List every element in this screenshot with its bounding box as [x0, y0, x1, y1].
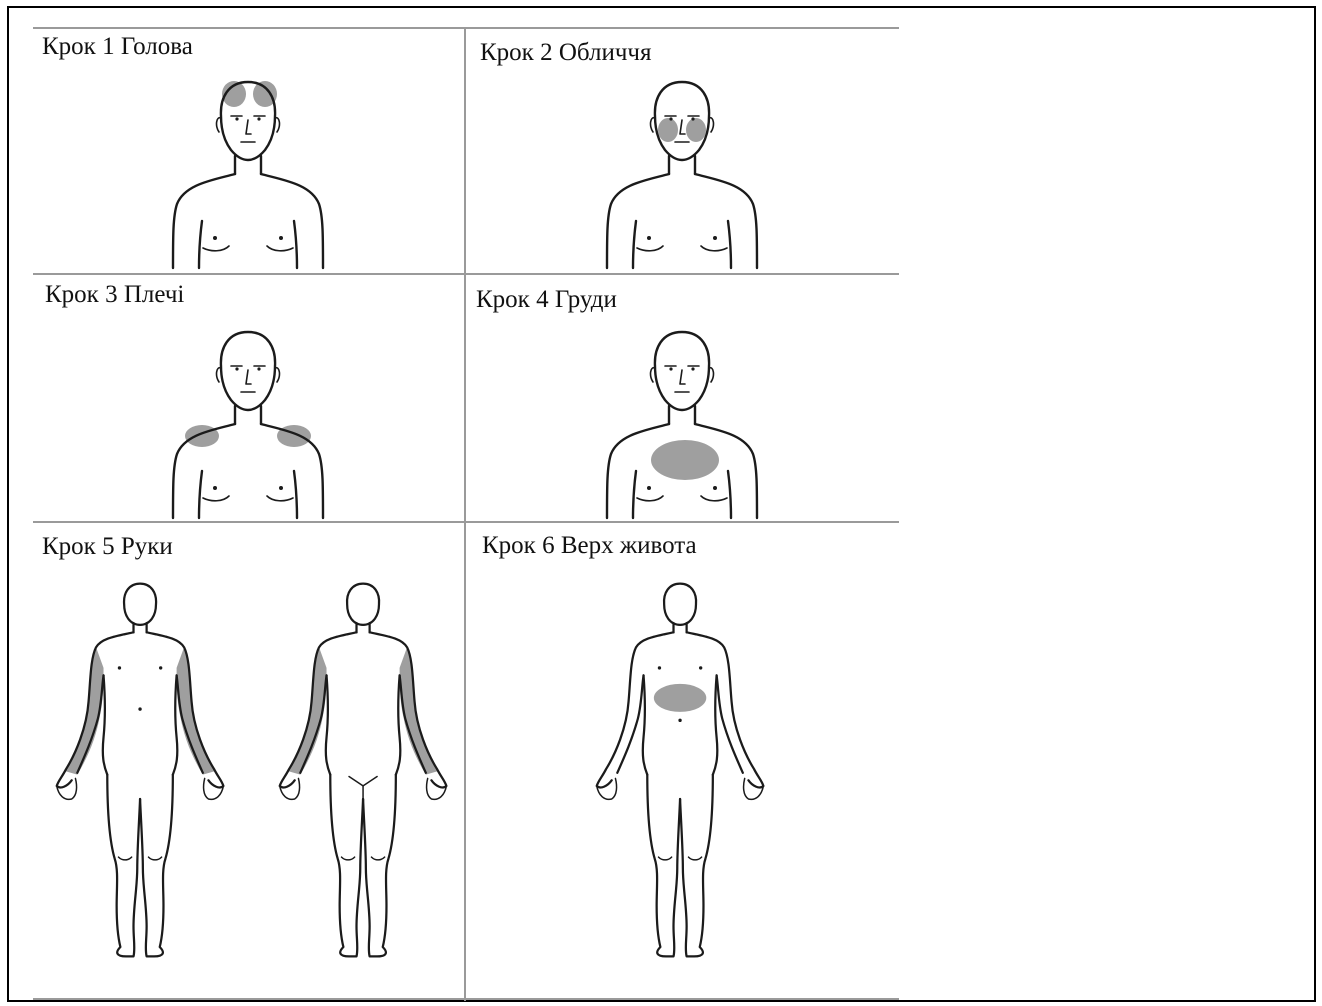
table-border-bottom — [33, 998, 899, 1000]
step-3-label: Крок 3 Плечі — [45, 281, 184, 309]
table-divider-row2 — [33, 521, 899, 523]
table-border-top — [33, 27, 899, 29]
step-3-figure — [170, 326, 326, 520]
step-1-label: Крок 1 Голова — [42, 33, 193, 61]
step-5-label: Крок 5 Руки — [42, 533, 173, 561]
step-1-figure — [170, 76, 326, 270]
chest-highlight — [651, 440, 719, 480]
step-2-label: Крок 2 Обличчя — [480, 39, 651, 67]
upper-abdomen-highlight — [654, 684, 706, 712]
step-5-figure-back — [268, 578, 460, 962]
table-divider-row1 — [33, 273, 899, 275]
table-divider-column — [464, 27, 466, 1001]
step-2-figure — [604, 76, 760, 270]
step-6-figure — [585, 578, 777, 962]
step-6-label: Крок 6 Верх живота — [482, 532, 697, 560]
step-5-figure-front — [45, 578, 237, 962]
step-4-label: Крок 4 Груди — [476, 286, 617, 314]
step-4-figure — [604, 326, 760, 520]
face-highlight-right — [686, 118, 706, 142]
face-highlight-left — [658, 118, 678, 142]
